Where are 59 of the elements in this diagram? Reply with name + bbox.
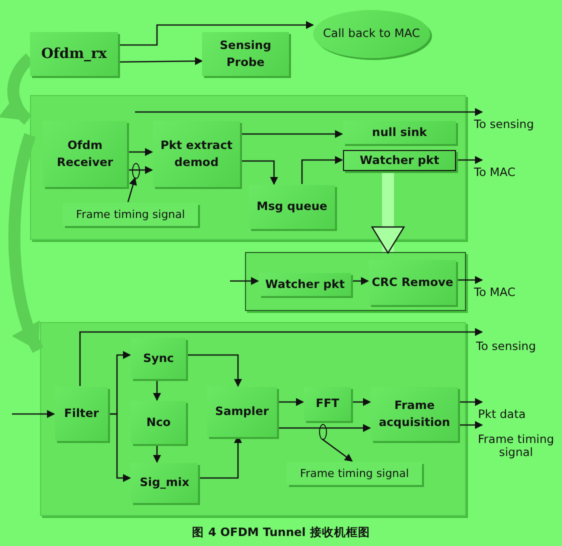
arrow: [276, 424, 371, 432]
process-box: null sink: [343, 121, 456, 144]
arrow: [117, 57, 203, 66]
output-label: To sensing: [474, 112, 554, 132]
arrow: [350, 398, 371, 406]
arrow: [457, 421, 483, 429]
output-label: To sensing: [476, 332, 556, 354]
process-box: Watcher pkt: [343, 150, 456, 171]
block-arrow: [371, 170, 405, 254]
process-box: Msg queue: [249, 185, 335, 229]
arrow: [457, 398, 483, 406]
arrow: [153, 443, 161, 463]
process-box: Sampler: [207, 387, 277, 437]
process-box: Frame acquisition: [371, 387, 458, 441]
output-label: To MAC: [474, 280, 534, 300]
module-panel: [245, 252, 466, 311]
block-arrow: [8, 133, 44, 353]
signal-label: Frame timing signal: [63, 203, 198, 226]
arrow: [455, 156, 483, 164]
callback-ellipse: Call back to MAC: [313, 10, 430, 58]
arrow: [12, 410, 55, 418]
arrow: [107, 413, 131, 482]
arrow: [455, 276, 483, 284]
tap-ellipse: [319, 424, 327, 440]
module-panel: [30, 95, 466, 240]
arrow: [79, 328, 483, 386]
process-box: Watcher pkt: [259, 273, 351, 296]
arrow: [135, 108, 483, 116]
figure-caption: 图 4 OFDM Tunnel 接收机框图: [191, 525, 371, 540]
process-box: Sync: [131, 338, 186, 379]
arrow: [301, 156, 343, 184]
process-box: Pkt extract demod: [153, 121, 240, 187]
process-box: Sig_mix: [131, 463, 198, 503]
leader-line: [322, 438, 353, 462]
signal-label: Frame timing signal: [287, 462, 422, 485]
arrow: [153, 378, 161, 401]
arrow: [239, 160, 278, 185]
arrow: [276, 398, 304, 406]
process-box: Filter: [55, 387, 108, 441]
output-label: Frame timing signal: [472, 425, 560, 459]
arrow: [117, 21, 314, 46]
process-box: Sensing Probe: [202, 32, 289, 76]
arrow: [239, 130, 343, 138]
tap-ellipse: [132, 163, 140, 179]
output-label: Pkt data: [478, 402, 548, 422]
arrow: [126, 148, 153, 156]
module-panel: [40, 322, 466, 516]
process-box: Ofdm Receiver: [43, 121, 127, 187]
arrow: [185, 354, 242, 387]
process-box: CRC Remove: [369, 260, 456, 305]
arrow: [126, 166, 153, 174]
arrow: [230, 277, 259, 285]
arrow: [350, 277, 369, 285]
output-label: To MAC: [474, 160, 534, 180]
process-box: Nco: [131, 401, 186, 444]
process-box: FFT: [304, 387, 351, 421]
process-box: Ofdm_rx: [30, 32, 118, 76]
leader-line: [127, 177, 137, 202]
block-arrow: [0, 54, 34, 124]
